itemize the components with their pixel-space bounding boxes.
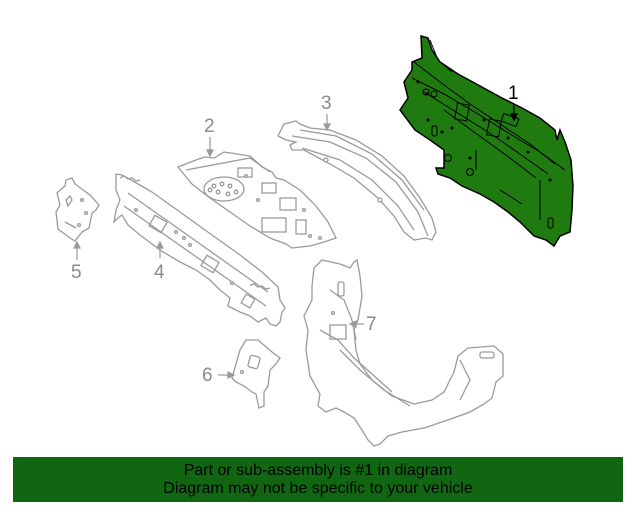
callout-2[interactable]: 2 bbox=[204, 116, 215, 137]
callout-4[interactable]: 4 bbox=[154, 262, 165, 283]
part-3[interactable] bbox=[277, 120, 437, 241]
part-6[interactable] bbox=[231, 339, 281, 409]
callout-3[interactable]: 3 bbox=[321, 93, 332, 114]
callout-1[interactable]: 1 bbox=[508, 83, 519, 104]
parts-diagram bbox=[55, 34, 574, 447]
callout-5[interactable]: 5 bbox=[71, 262, 82, 283]
part-7[interactable] bbox=[303, 258, 504, 447]
callout-7[interactable]: 7 bbox=[366, 314, 377, 335]
callout-leaders bbox=[73, 114, 364, 379]
part-1-highlighted[interactable] bbox=[399, 34, 574, 248]
banner-line-disclaimer: Diagram may not be specific to your vehi… bbox=[163, 479, 473, 497]
callout-6[interactable]: 6 bbox=[202, 365, 213, 386]
part-2[interactable] bbox=[176, 151, 337, 249]
callout-leader-1 bbox=[510, 104, 518, 122]
part-4[interactable] bbox=[113, 173, 286, 327]
part-5[interactable] bbox=[55, 177, 100, 242]
info-banner: Part or sub-assembly is #1 in diagram Di… bbox=[13, 457, 623, 502]
banner-line-part-number: Part or sub-assembly is #1 in diagram bbox=[183, 461, 453, 479]
